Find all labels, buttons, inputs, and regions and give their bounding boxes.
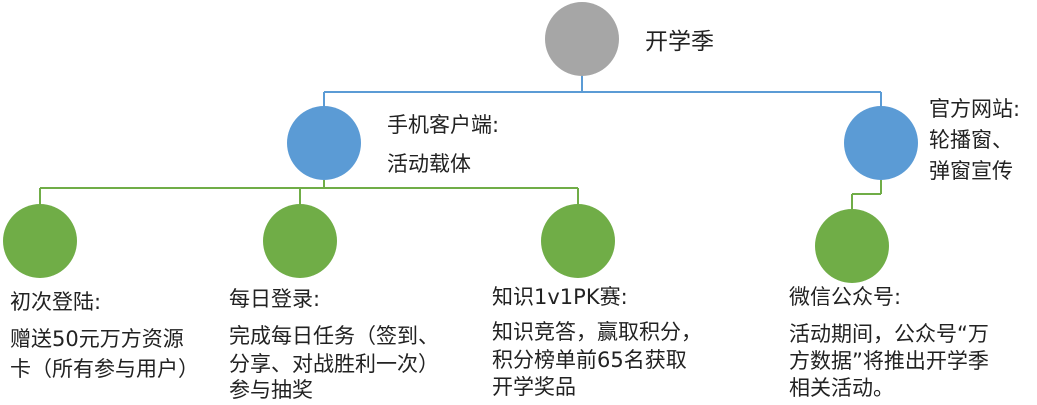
daily-login-line1: 完成每日任务（签到、 xyxy=(229,324,439,348)
client-node xyxy=(287,106,361,180)
pk-title: 知识1v1PK赛: xyxy=(492,285,628,309)
website-label-line2: 轮播窗、 xyxy=(929,128,1013,152)
wechat-title: 微信公众号: xyxy=(789,285,902,309)
connector-website xyxy=(851,180,882,210)
wechat-line1: 活动期间，公众号“万 xyxy=(789,322,989,346)
daily-login-node xyxy=(263,204,337,278)
pk-line1: 知识竞答，赢取积分， xyxy=(492,320,702,344)
website-label-line3: 弹窗宣传 xyxy=(929,159,1013,183)
root-label: 开学季 xyxy=(645,29,714,55)
daily-login-line3: 参与抽奖 xyxy=(229,378,313,402)
first-login-line1: 赠送50元万方资源 xyxy=(10,327,184,351)
wechat-node xyxy=(815,209,889,283)
client-label-line1: 手机客户端: xyxy=(387,113,500,137)
wechat-line2: 方数据”将推出开学季 xyxy=(789,349,989,373)
pk-line3: 开学奖品 xyxy=(492,375,576,399)
daily-login-title: 每日登录: xyxy=(229,287,321,311)
client-label-line2: 活动载体 xyxy=(387,152,471,176)
first-login-line2: 卡（所有参与用户） xyxy=(10,357,199,381)
first-login-node xyxy=(3,204,77,278)
wechat-line3: 相关活动。 xyxy=(789,376,894,400)
website-label-line1: 官方网站: xyxy=(929,97,1021,121)
connector-client xyxy=(39,180,579,205)
connector-root xyxy=(323,73,882,107)
pk-node xyxy=(541,204,615,278)
pk-line2: 积分榜单前65名获取 xyxy=(492,348,687,372)
daily-login-line2: 分享、对战胜利一次） xyxy=(229,352,439,376)
first-login-title: 初次登陆: xyxy=(10,290,102,314)
website-node xyxy=(844,106,918,180)
root-node xyxy=(545,2,619,76)
